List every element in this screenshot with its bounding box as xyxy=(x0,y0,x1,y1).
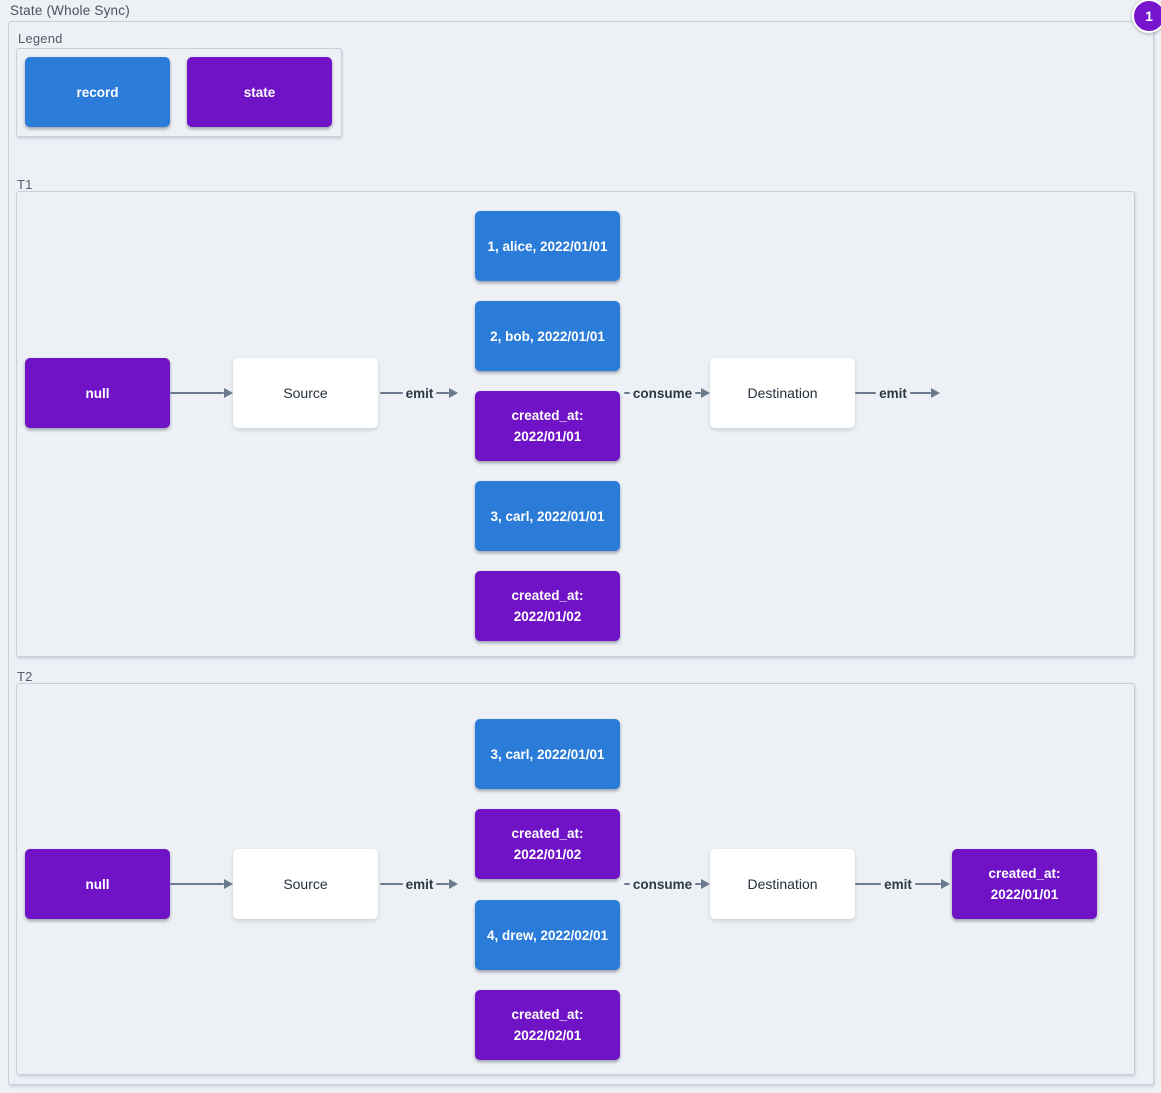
state-label-line1: created_at: xyxy=(511,826,584,841)
arrowhead-icon xyxy=(449,388,458,398)
t2-edge-consume: consume xyxy=(624,876,710,892)
record-label: 3, carl, 2022/01/01 xyxy=(490,508,605,524)
state-label-line2: 2022/01/02 xyxy=(513,847,582,862)
t1-stack-state-1: created_at: 2022/01/01 xyxy=(475,391,620,461)
edge-line xyxy=(909,391,932,395)
t2-destination-node: Destination xyxy=(710,849,855,919)
t2-destination-label: Destination xyxy=(747,875,818,892)
t1-source-node: Source xyxy=(233,358,378,428)
section-t2-container xyxy=(16,683,1135,1075)
t1-destination-label: Destination xyxy=(747,384,818,401)
arrowhead-icon xyxy=(931,388,941,398)
t2-stack-state-1: created_at: 2022/01/02 xyxy=(475,809,620,879)
arrowhead-icon xyxy=(224,388,233,398)
state-label-line2: 2022/01/02 xyxy=(513,609,582,624)
t1-destination-node: Destination xyxy=(710,358,855,428)
t1-stack-record-3: 3, carl, 2022/01/01 xyxy=(475,481,620,551)
arrowhead-icon xyxy=(701,388,710,398)
t1-emit-out-label: emit xyxy=(879,385,907,401)
record-label: 1, alice, 2022/01/01 xyxy=(487,238,608,254)
state-label-line1: created_at: xyxy=(511,1007,584,1022)
edge-line xyxy=(170,882,224,886)
t2-edge-null-source xyxy=(170,877,233,891)
legend-state-node: state xyxy=(187,57,332,127)
t2-emit-label: emit xyxy=(405,876,434,892)
t1-stack-state-2: created_at: 2022/01/02 xyxy=(475,571,620,641)
legend-record-label: record xyxy=(76,84,119,100)
t1-edge-consume: consume xyxy=(624,385,710,401)
t2-output-state-node: created_at: 2022/01/01 xyxy=(952,849,1097,919)
section-t2-label: T2 xyxy=(17,669,33,684)
t2-source-node: Source xyxy=(233,849,378,919)
edge-line xyxy=(695,882,701,886)
t1-edge-null-source xyxy=(170,386,233,400)
edge-line xyxy=(436,882,449,886)
edge-line xyxy=(170,391,224,395)
edge-line xyxy=(855,391,877,395)
edge-line xyxy=(624,391,630,395)
t1-null-node: null xyxy=(25,358,170,428)
state-whole-sync-container xyxy=(8,21,1154,1085)
edge-line xyxy=(695,391,701,395)
arrowhead-icon xyxy=(941,879,951,889)
state-label-line1: created_at: xyxy=(511,408,584,423)
t2-source-label: Source xyxy=(283,875,328,892)
t1-emit-label: emit xyxy=(405,385,434,401)
record-label: 3, carl, 2022/01/01 xyxy=(490,746,605,762)
section-t1-container xyxy=(16,191,1135,657)
t2-stack-record-2: 4, drew, 2022/02/01 xyxy=(475,900,620,970)
t2-consume-label: consume xyxy=(632,876,693,892)
state-label-line2: 2022/01/01 xyxy=(513,429,582,444)
state-label-line1: created_at: xyxy=(511,588,584,603)
t1-stack-record-2: 2, bob, 2022/01/01 xyxy=(475,301,620,371)
arrowhead-icon xyxy=(224,879,233,889)
record-label: 4, drew, 2022/02/01 xyxy=(486,927,609,943)
state-label-line2: 2022/01/01 xyxy=(990,887,1059,902)
edge-line xyxy=(855,882,882,886)
t1-edge-emit-out: emit xyxy=(855,385,941,401)
t2-stack-state-2: created_at: 2022/02/01 xyxy=(475,990,620,1060)
t2-stack-record-1: 3, carl, 2022/01/01 xyxy=(475,719,620,789)
record-label: 2, bob, 2022/01/01 xyxy=(490,328,605,344)
arrowhead-icon xyxy=(701,879,710,889)
edge-line xyxy=(380,882,403,886)
legend-state-label: state xyxy=(243,84,276,100)
t2-edge-emit: emit xyxy=(380,876,458,892)
t1-stack-record-1: 1, alice, 2022/01/01 xyxy=(475,211,620,281)
t1-null-label: null xyxy=(85,385,110,401)
arrowhead-icon xyxy=(449,879,458,889)
t2-emit-out-label: emit xyxy=(884,876,912,892)
legend-label: Legend xyxy=(18,31,63,46)
annotation-badge: 1 xyxy=(1132,0,1161,33)
t1-edge-emit: emit xyxy=(380,385,458,401)
t1-source-label: Source xyxy=(283,384,328,401)
section-t1-label: T1 xyxy=(17,177,33,192)
edge-line xyxy=(914,882,942,886)
edge-line xyxy=(380,391,403,395)
annotation-badge-number: 1 xyxy=(1145,8,1153,24)
legend-container xyxy=(16,48,342,137)
legend-record-node: record xyxy=(25,57,170,127)
page-title: State (Whole Sync) xyxy=(10,3,130,18)
t1-consume-label: consume xyxy=(632,385,693,401)
edge-line xyxy=(436,391,449,395)
t2-null-label: null xyxy=(85,876,110,892)
t2-null-node: null xyxy=(25,849,170,919)
state-label-line1: created_at: xyxy=(988,866,1061,881)
edge-line xyxy=(624,882,630,886)
state-label-line2: 2022/02/01 xyxy=(513,1028,582,1043)
t2-edge-emit-out: emit xyxy=(855,876,951,892)
